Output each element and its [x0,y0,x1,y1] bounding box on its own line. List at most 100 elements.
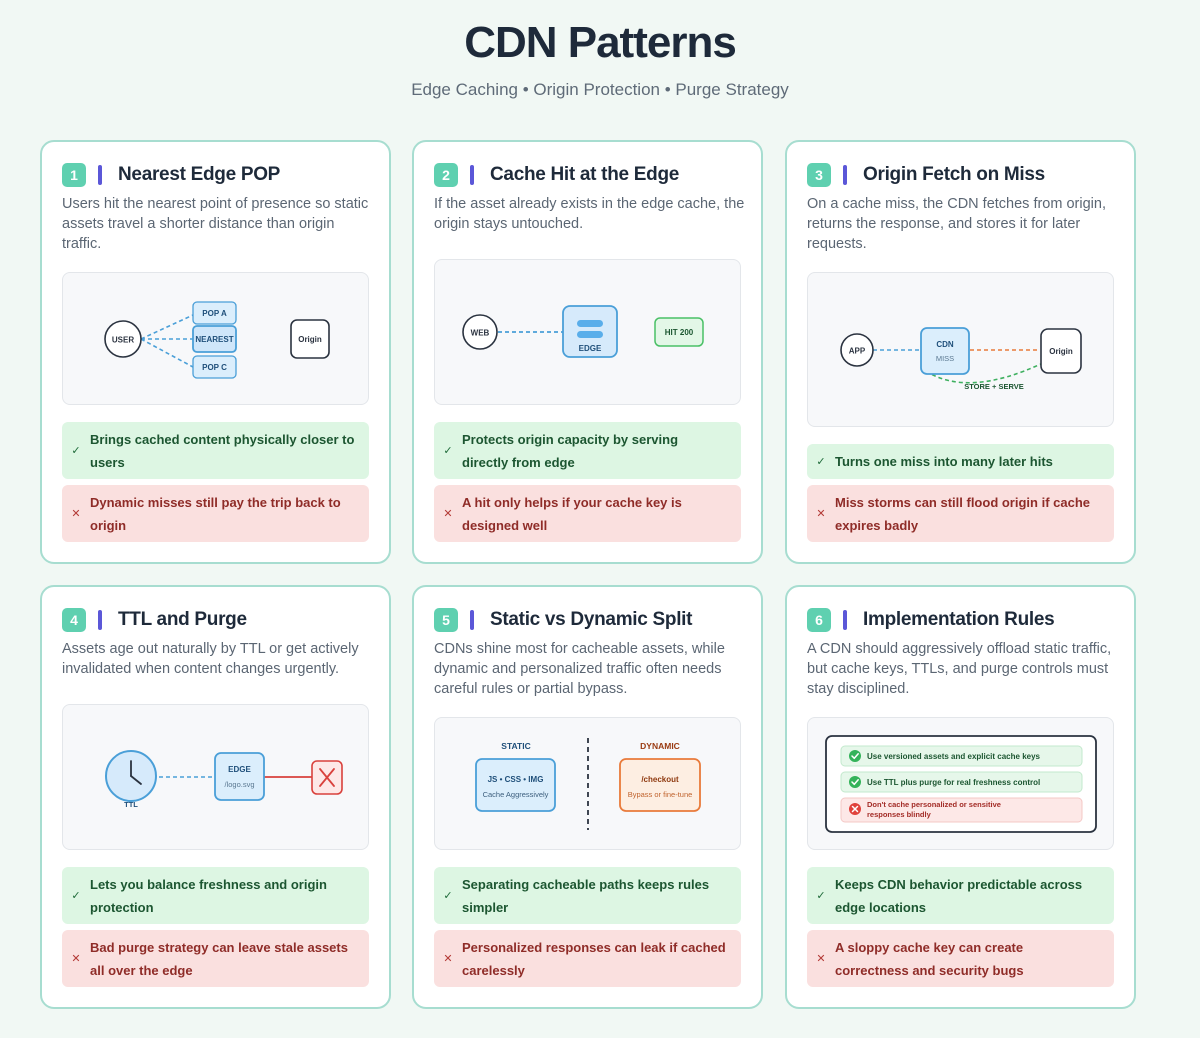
card-implementation-rules: 6 Implementation Rules A CDN should aggr… [785,585,1136,1009]
check-mark [851,753,859,760]
card-description: CDNs shine most for cacheable assets, wh… [434,641,725,697]
con-text: A hit only helps if your cache key is de… [462,494,682,533]
pro-box: ✓ Turns one miss into many later hits [807,444,1114,479]
check-mark [851,779,859,786]
web-node [462,314,498,350]
con-text: Dynamic misses still pay the trip back t… [90,494,341,533]
header-accent-bar [470,610,474,630]
header-accent-bar [843,610,847,630]
cross-icon: ✕ [816,508,826,520]
check-icon: ✓ [71,890,81,902]
user-label: USER [112,336,134,345]
app-node [840,333,874,367]
card-number-badge: 3 [807,163,831,187]
card-header: 6 Implementation Rules [807,607,1055,633]
con-box: ✕ A sloppy cache key can create correctn… [807,930,1114,987]
cross-icon: ✕ [443,953,453,965]
check-icon: ✓ [443,445,453,457]
miss-label: MISS [936,354,954,363]
ttl-purge-diagram: TTL EDGE /logo.svg [62,704,369,850]
cache-layer-icon [577,320,603,327]
card-number-badge: 5 [434,608,458,632]
page-title: CDN Patterns [464,18,737,67]
dynamic-main-label: /checkout [641,775,679,784]
card-nearest-edge-pop: 1 Nearest Edge POP Users hit the nearest… [40,140,391,564]
card-title: TTL and Purge [118,609,247,630]
header-accent-bar [98,165,102,185]
rule-text: Use TTL plus purge for real freshness co… [867,778,1040,787]
check-icon: ✓ [816,890,826,902]
card-title: Origin Fetch on Miss [863,164,1045,185]
origin-fetch-diagram: APP CDN MISS Origin STORE + SERVE [807,272,1114,427]
con-box: ✕ Dynamic misses still pay the trip back… [62,485,369,542]
card-description: Assets age out naturally by TTL or get a… [62,641,359,677]
edge-label: EDGE [579,344,602,353]
card-title: Cache Hit at the Edge [490,164,680,185]
card-cache-hit: 2 Cache Hit at the Edge If the asset alr… [412,140,763,564]
clock-hand [130,775,142,785]
link-user-pop-c [140,338,194,368]
cache-hit-diagram: WEB EDGE HIT 200 [434,259,741,405]
store-serve-label: STORE + SERVE [964,382,1024,391]
card-description: On a cache miss, the CDN fetches from or… [807,196,1106,252]
cross-icon: ✕ [443,508,453,520]
pro-box: ✓ Brings cached content physically close… [62,422,369,479]
card-title: Static vs Dynamic Split [490,609,693,630]
cdn-node [920,327,970,375]
con-text: Personalized responses can leak if cache… [462,939,726,978]
store-serve-path [925,362,1044,384]
x-mark [851,805,859,813]
card-header: 4 TTL and Purge [62,607,247,633]
origin-node [1040,328,1082,374]
pro-text: Keeps CDN behavior predictable across ed… [835,876,1083,915]
cross-icon: ✕ [71,508,81,520]
pro-text: Protects origin capacity by serving dire… [462,431,679,470]
card-header: 3 Origin Fetch on Miss [807,162,1045,188]
pro-text: Turns one miss into many later hits [835,454,1053,469]
dynamic-label: DYNAMIC [640,741,680,751]
card-description: A CDN should aggressively offload static… [807,641,1112,697]
pop-a-node [192,301,237,325]
rule-row-ok [840,745,1083,767]
rule-row-bad [840,797,1083,823]
edge-node [214,752,265,801]
card-title: Implementation Rules [863,609,1055,630]
con-box: ✕ Bad purge strategy can leave stale ass… [62,930,369,987]
con-box: ✕ Personalized responses can leak if cac… [434,930,741,987]
check-circle-icon [849,750,861,762]
card-number-badge: 1 [62,163,86,187]
card-origin-fetch: 3 Origin Fetch on Miss On a cache miss, … [785,140,1136,564]
card-header: 2 Cache Hit at the Edge [434,162,679,188]
card-ttl-purge: 4 TTL and Purge Assets age out naturally… [40,585,391,1009]
purge-x-icon [319,768,335,787]
header-accent-bar [98,610,102,630]
card-header: 1 Nearest Edge POP [62,162,280,188]
nearest-pop-label: NEAREST [195,335,233,344]
pro-box: ✓ Lets you balance freshness and origin … [62,867,369,924]
hit-label: HIT 200 [665,328,694,337]
origin-label: Origin [298,335,322,344]
card-number-badge: 6 [807,608,831,632]
header-accent-bar [470,165,474,185]
check-icon: ✓ [443,890,453,902]
cdn-label: CDN [936,340,954,349]
implementation-rules-diagram: Use versioned assets and explicit cache … [807,717,1114,850]
con-text: Bad purge strategy can leave stale asset… [90,939,348,978]
card-description: Users hit the nearest point of presence … [62,196,369,252]
card-static-dynamic: 5 Static vs Dynamic Split CDNs shine mos… [412,585,763,1009]
nearest-pop-diagram: USER POP A NEAREST POP C Origin [62,272,369,405]
check-circle-icon [849,776,861,788]
page-subtitle: Edge Caching • Origin Protection • Purge… [411,80,789,99]
hit-response-node [654,317,704,347]
static-sub-label: Cache Aggressively [483,790,549,799]
ttl-label: TTL [124,800,138,809]
pro-text: Brings cached content physically closer … [90,431,355,470]
origin-label: Origin [1049,347,1073,356]
header-accent-bar [843,165,847,185]
edge-label: EDGE [228,765,251,774]
rule-text: responses blindly [867,810,932,819]
cross-icon: ✕ [816,953,826,965]
pro-text: Lets you balance freshness and origin pr… [90,876,327,915]
static-node [475,758,556,812]
rule-row-ok [840,771,1083,793]
